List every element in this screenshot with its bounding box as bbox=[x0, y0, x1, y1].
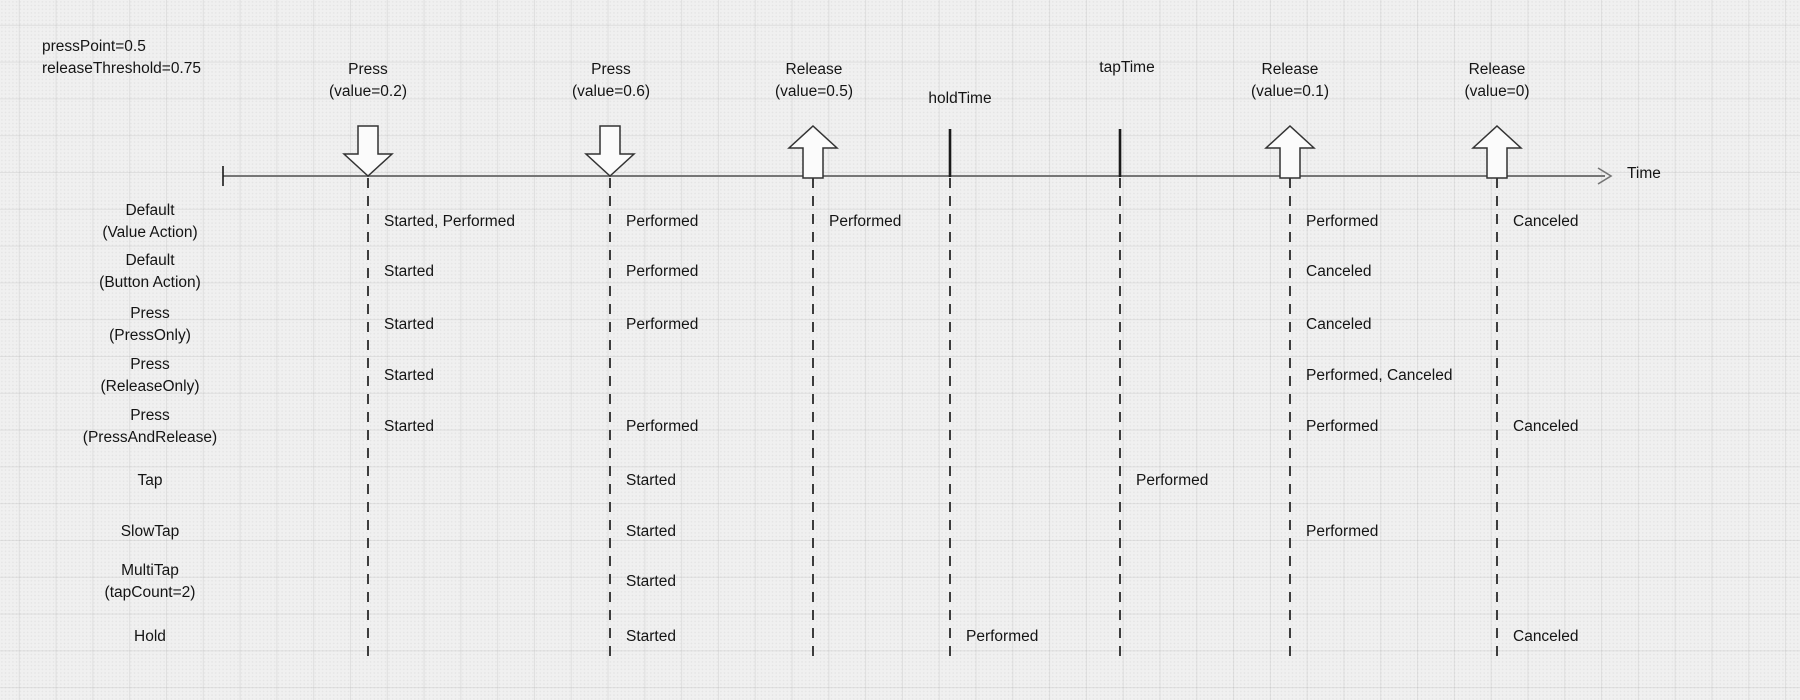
state-cell-hold-press-value-0-6: Started bbox=[626, 628, 676, 645]
press-arrow-down-icon-press-value-0-6 bbox=[584, 125, 636, 178]
state-cell-press-press-and-release-release-value-0-1: Performed bbox=[1306, 418, 1379, 435]
state-cell-default-button-action-press-value-0-6: Performed bbox=[626, 263, 699, 280]
row-label-line: Default bbox=[125, 202, 175, 219]
event-label-line: Release bbox=[785, 61, 843, 78]
state-cell-press-release-only-release-value-0-1: Performed, Canceled bbox=[1306, 367, 1453, 384]
event-label-tap-time: tapTime bbox=[1099, 57, 1154, 79]
state-cell-press-press-and-release-press-value-0-6: Performed bbox=[626, 418, 699, 435]
param-release-threshold: releaseThreshold=0.75 bbox=[42, 60, 201, 77]
row-label-line: Press bbox=[130, 305, 170, 322]
event-label-line: (value=0.2) bbox=[329, 83, 407, 100]
state-cell-default-value-action-release-value-0-5: Performed bbox=[829, 213, 902, 230]
state-cell-press-press-only-press-value-0-6: Performed bbox=[626, 316, 699, 333]
event-label-press-value-0-2: Press (value=0.2) bbox=[329, 59, 407, 103]
row-label-press-press-only: Press (PressOnly) bbox=[30, 303, 270, 347]
row-label-line: (Value Action) bbox=[102, 224, 198, 241]
row-label-default-value-action: Default (Value Action) bbox=[30, 200, 270, 244]
state-cell-slow-tap-press-value-0-6: Started bbox=[626, 523, 676, 540]
state-cell-press-release-only-press-value-0-2: Started bbox=[384, 367, 434, 384]
event-label-line: (value=0.6) bbox=[572, 83, 650, 100]
event-label-line: holdTime bbox=[928, 90, 992, 107]
row-label-line: Default bbox=[125, 252, 175, 269]
row-label-line: Press bbox=[130, 407, 170, 424]
event-label-release-value-0: Release (value=0) bbox=[1464, 59, 1529, 103]
release-arrow-up-icon-release-value-0-5 bbox=[787, 124, 839, 179]
state-cell-tap-press-value-0-6: Started bbox=[626, 472, 676, 489]
state-cell-tap-tap-time: Performed bbox=[1136, 472, 1209, 489]
row-label-line: (Button Action) bbox=[99, 274, 201, 291]
event-label-release-value-0-5: Release (value=0.5) bbox=[775, 59, 853, 103]
state-cell-multi-tap-press-value-0-6: Started bbox=[626, 573, 676, 590]
event-label-hold-time: holdTime bbox=[928, 88, 991, 110]
time-axis-arrowhead-icon bbox=[1597, 167, 1613, 185]
row-label-line: Press bbox=[130, 356, 170, 373]
state-cell-press-press-and-release-release-value-0: Canceled bbox=[1513, 418, 1579, 435]
press-arrow-down-icon-press-value-0-2 bbox=[342, 125, 394, 178]
param-press-point: pressPoint=0.5 bbox=[42, 38, 146, 55]
release-arrow-up-icon-release-value-0-1 bbox=[1264, 124, 1316, 179]
row-label-line: (PressOnly) bbox=[109, 327, 191, 344]
state-cell-default-value-action-press-value-0-6: Performed bbox=[626, 213, 699, 230]
state-cell-press-press-only-press-value-0-2: Started bbox=[384, 316, 434, 333]
event-label-line: Release bbox=[1468, 61, 1526, 78]
row-label-line: Hold bbox=[134, 628, 166, 645]
row-label-tap: Tap bbox=[30, 470, 270, 492]
row-label-line: (ReleaseOnly) bbox=[100, 378, 200, 395]
parameters-note: pressPoint=0.5 releaseThreshold=0.75 bbox=[42, 36, 201, 80]
row-label-line: (tapCount=2) bbox=[104, 584, 196, 601]
state-cell-default-value-action-release-value-0-1: Performed bbox=[1306, 213, 1379, 230]
state-cell-hold-release-value-0: Canceled bbox=[1513, 628, 1579, 645]
row-label-default-button-action: Default (Button Action) bbox=[30, 250, 270, 294]
row-label-multi-tap: MultiTap (tapCount=2) bbox=[30, 560, 270, 604]
state-cell-default-button-action-press-value-0-2: Started bbox=[384, 263, 434, 280]
event-label-line: Release bbox=[1261, 61, 1319, 78]
state-cell-default-value-action-release-value-0: Canceled bbox=[1513, 213, 1579, 230]
row-label-line: Tap bbox=[137, 472, 163, 489]
event-label-line: Press bbox=[591, 61, 631, 78]
row-label-press-press-and-release: Press (PressAndRelease) bbox=[30, 405, 270, 449]
state-cell-press-press-only-release-value-0-1: Canceled bbox=[1306, 316, 1372, 333]
event-label-line: tapTime bbox=[1099, 59, 1155, 76]
event-label-line: Press bbox=[348, 61, 388, 78]
event-label-press-value-0-6: Press (value=0.6) bbox=[572, 59, 650, 103]
row-label-line: (PressAndRelease) bbox=[82, 429, 218, 446]
row-label-line: MultiTap bbox=[121, 562, 179, 579]
event-label-line: (value=0.1) bbox=[1251, 83, 1329, 100]
state-cell-slow-tap-release-value-0-1: Performed bbox=[1306, 523, 1379, 540]
time-axis-label: Time bbox=[1627, 165, 1661, 182]
row-label-press-release-only: Press (ReleaseOnly) bbox=[30, 354, 270, 398]
row-label-hold: Hold bbox=[30, 626, 270, 648]
row-label-line: SlowTap bbox=[120, 523, 180, 540]
event-label-line: (value=0) bbox=[1464, 83, 1530, 100]
event-label-line: (value=0.5) bbox=[775, 83, 853, 100]
state-cell-default-button-action-release-value-0-1: Canceled bbox=[1306, 263, 1372, 280]
state-cell-press-press-and-release-press-value-0-2: Started bbox=[384, 418, 434, 435]
release-arrow-up-icon-release-value-0 bbox=[1471, 124, 1523, 179]
event-label-release-value-0-1: Release (value=0.1) bbox=[1251, 59, 1329, 103]
row-label-slow-tap: SlowTap bbox=[30, 521, 270, 543]
state-cell-default-value-action-press-value-0-2: Started, Performed bbox=[384, 213, 515, 230]
state-cell-hold-hold-time: Performed bbox=[966, 628, 1039, 645]
